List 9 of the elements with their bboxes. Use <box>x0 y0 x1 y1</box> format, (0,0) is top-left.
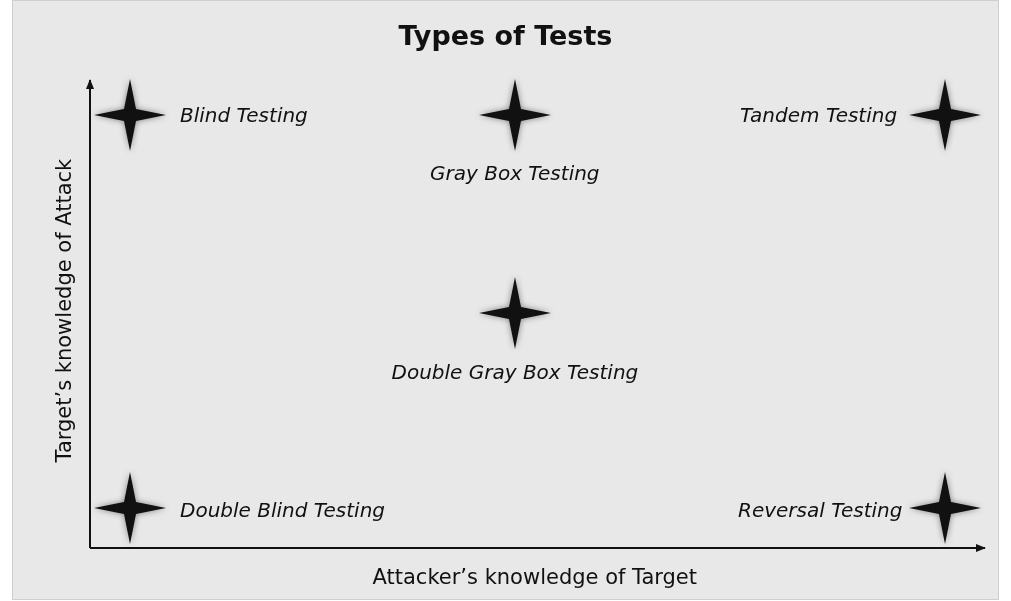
test-type-label: Tandem Testing <box>740 103 898 127</box>
axis-label: Target’s knowledge of Attack <box>52 158 78 462</box>
test-type-label: Blind Testing <box>180 103 308 127</box>
axis-label: Attacker’s knowledge of Target <box>372 564 698 590</box>
title: Types of Tests <box>397 20 614 51</box>
test-type-label: Gray Box Testing <box>430 161 600 185</box>
test-type-label: Double Gray Box Testing <box>391 360 639 384</box>
test-type-label: Reversal Testing <box>738 498 903 522</box>
test-type-label: Double Blind Testing <box>180 498 386 522</box>
